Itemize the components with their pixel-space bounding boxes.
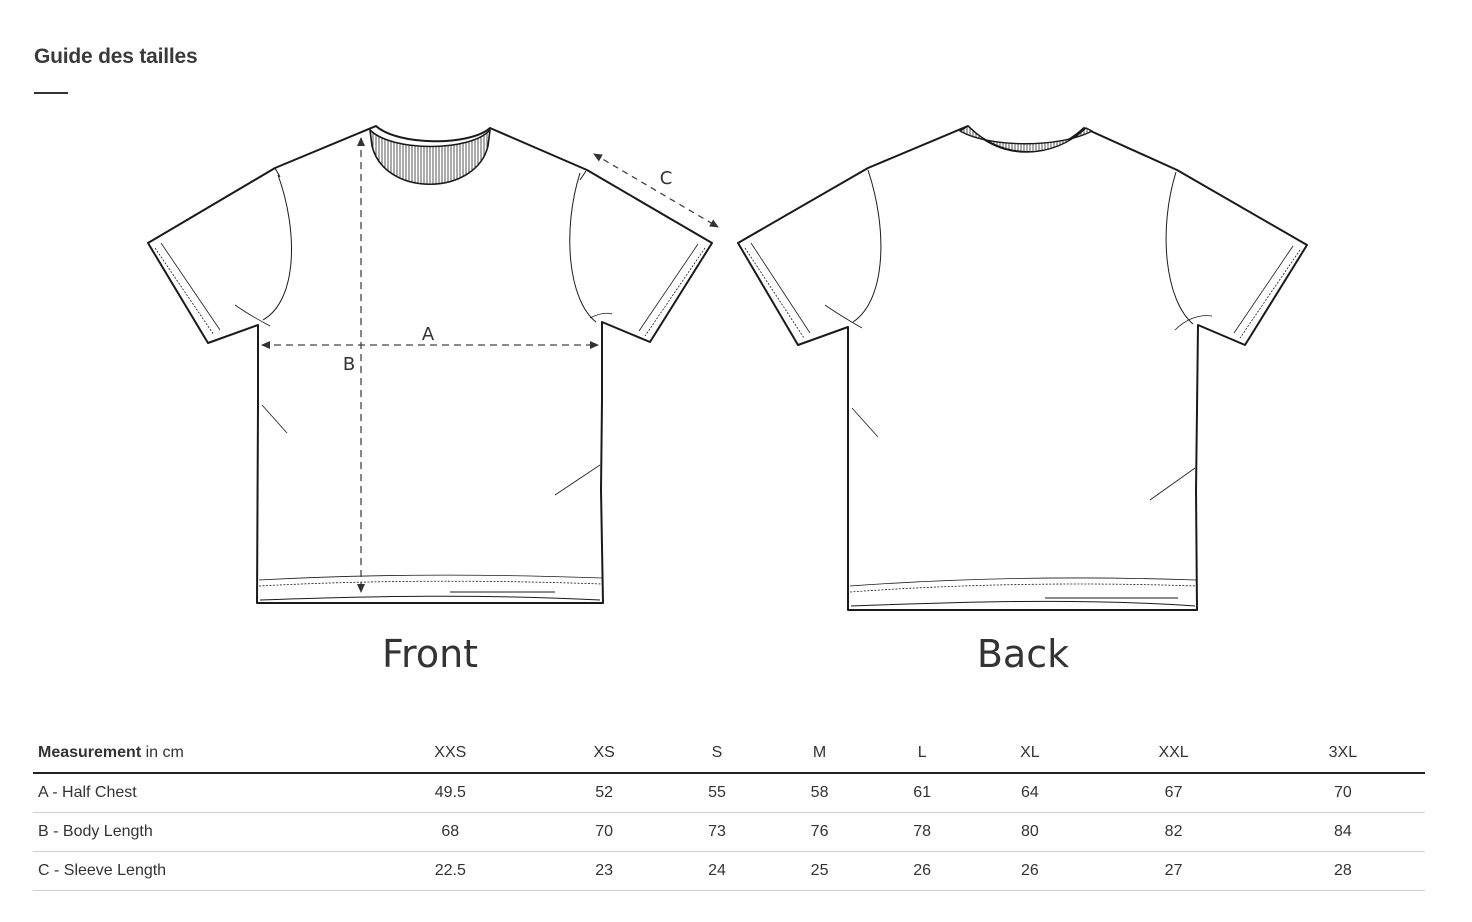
row-label: A - Half Chest: [33, 773, 358, 813]
measurement-column-header: Measurement in cm: [33, 734, 358, 774]
back-view-label: Back: [976, 632, 1070, 676]
table-cell: 22.5: [358, 851, 543, 891]
table-cell: 26: [870, 851, 974, 891]
row-label: C - Sleeve Length: [33, 851, 358, 891]
table-row-half-chest: A - Half Chest 49.5 52 55 58 61 64 67 70: [33, 773, 1425, 813]
table-cell: 78: [870, 812, 974, 852]
size-header-xl: XL: [973, 734, 1087, 774]
dimension-label-c: C: [660, 168, 673, 189]
table-row-sleeve-length: C - Sleeve Length 22.5 23 24 25 26 26 27…: [33, 851, 1425, 891]
table-cell: 23: [542, 851, 666, 891]
back-tshirt-drawing: [737, 125, 1308, 611]
front-tshirt-drawing: [147, 125, 713, 604]
tshirt-illustration: A B C: [147, 125, 1308, 611]
table-cell: 80: [973, 812, 1087, 852]
dimension-label-b: B: [343, 354, 355, 375]
size-header-xs: XS: [542, 734, 666, 774]
table-cell: 84: [1260, 812, 1425, 852]
table-row-body-length: B - Body Length 68 70 73 76 78 80 82 84: [33, 812, 1425, 852]
size-header-xxs: XXS: [358, 734, 543, 774]
measurement-unit-label: in cm: [141, 744, 184, 761]
table-cell: 76: [768, 812, 871, 852]
table-cell: 28: [1260, 851, 1425, 891]
table-cell: 58: [768, 773, 871, 813]
page-title: Guide des tailles: [34, 45, 198, 68]
table-cell: 67: [1086, 773, 1261, 813]
table-cell: 55: [665, 773, 769, 813]
row-label: B - Body Length: [33, 812, 358, 852]
table-cell: 73: [665, 812, 769, 852]
title-underline: [34, 92, 68, 94]
table-cell: 49.5: [358, 773, 543, 813]
size-header-l: L: [870, 734, 974, 774]
measurement-header-label: Measurement: [38, 744, 142, 761]
measurement-guides: [261, 137, 719, 593]
table-cell: 64: [973, 773, 1087, 813]
table-cell: 61: [870, 773, 974, 813]
table-cell: 27: [1086, 851, 1261, 891]
dimension-label-a: A: [422, 324, 435, 345]
size-header-s: S: [665, 734, 769, 774]
table-cell: 68: [358, 812, 543, 852]
table-cell: 70: [542, 812, 666, 852]
table-cell: 70: [1260, 773, 1425, 813]
table-cell: 82: [1086, 812, 1261, 852]
table-cell: 24: [665, 851, 769, 891]
size-header-xxl: XXL: [1086, 734, 1261, 774]
size-header-3xl: 3XL: [1260, 734, 1425, 774]
table-cell: 26: [973, 851, 1087, 891]
size-header-m: M: [768, 734, 871, 774]
sleeve-length-line: [593, 153, 719, 228]
size-table-header-row: Measurement in cm XXS XS S M L XL XXL 3X…: [33, 734, 1425, 774]
table-cell: 52: [542, 773, 666, 813]
table-cell: 25: [768, 851, 871, 891]
size-table: Measurement in cm XXS XS S M L XL XXL 3X…: [33, 734, 1425, 891]
front-view-label: Front: [381, 632, 479, 676]
